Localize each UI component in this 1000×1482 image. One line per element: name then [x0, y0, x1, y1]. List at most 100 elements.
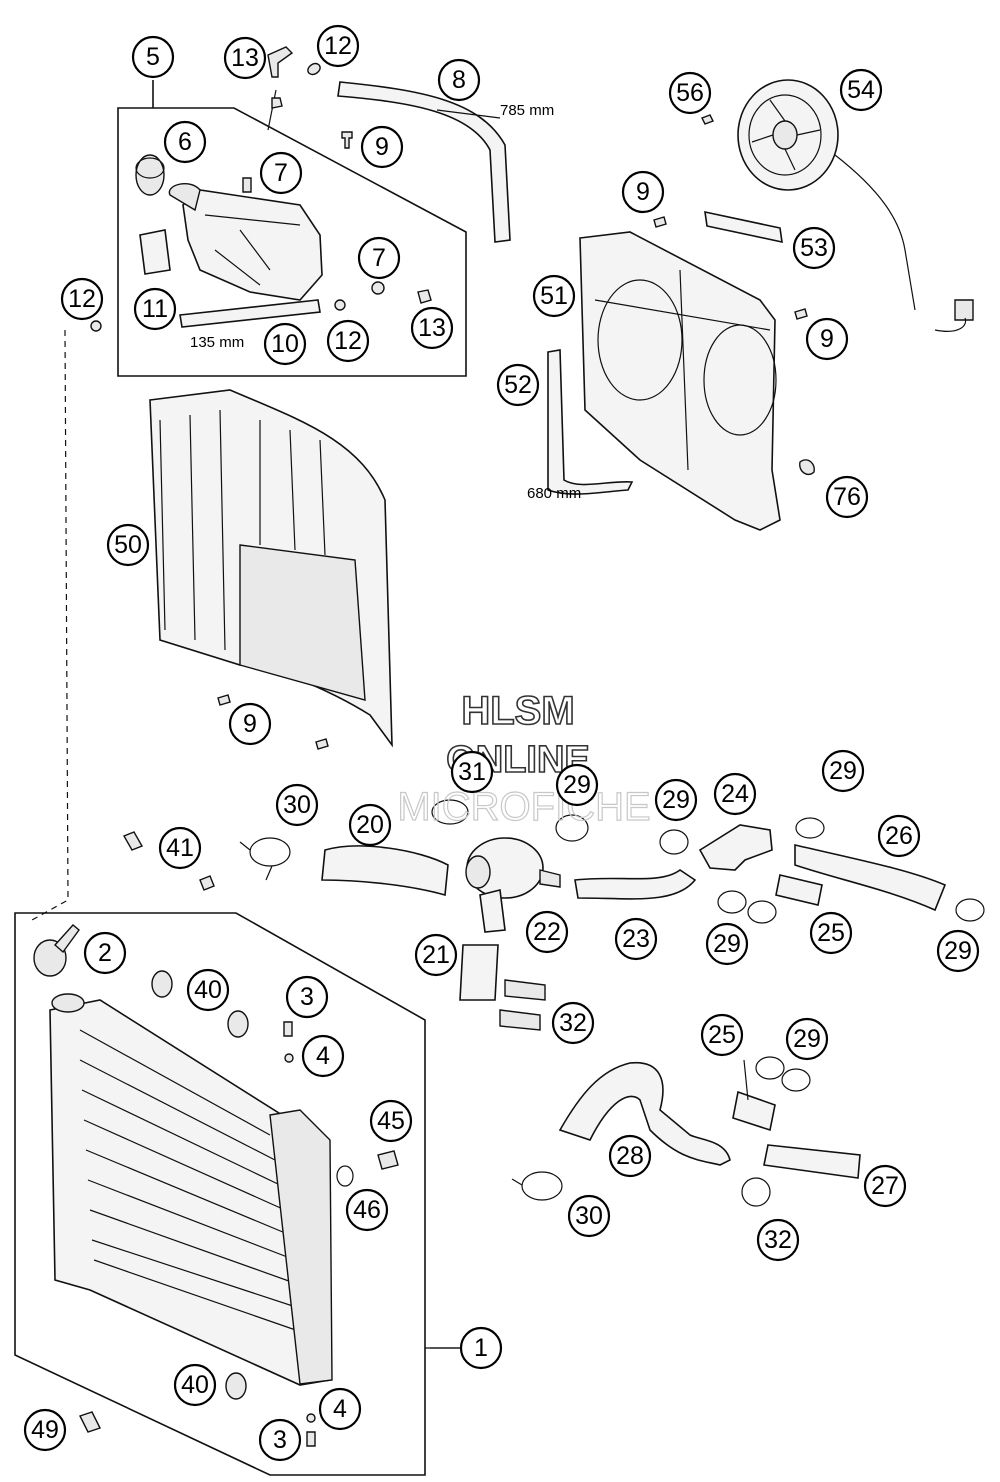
svg-text:12: 12 — [334, 327, 362, 355]
callout-76: 76 — [825, 475, 869, 519]
svg-text:52: 52 — [504, 371, 532, 399]
callout-11: 11 — [133, 287, 177, 331]
svg-text:3: 3 — [273, 1426, 287, 1454]
clamp-31 — [431, 799, 469, 825]
svg-text:2: 2 — [98, 939, 112, 967]
callout-29: 29 — [654, 778, 698, 822]
svg-text:24: 24 — [721, 780, 749, 808]
svg-text:32: 32 — [764, 1226, 792, 1254]
callout-30: 30 — [567, 1194, 611, 1238]
callout-32: 32 — [756, 1218, 800, 1262]
callout-4: 4 — [318, 1387, 362, 1431]
svg-text:5: 5 — [146, 43, 160, 71]
callout-24: 24 — [713, 772, 757, 816]
svg-text:56: 56 — [676, 79, 704, 107]
svg-text:9: 9 — [820, 325, 834, 353]
radiator-cap-2 — [33, 924, 80, 977]
thermostat-housing-22 — [465, 837, 561, 933]
svg-text:25: 25 — [817, 919, 845, 947]
callout-7: 7 — [259, 151, 303, 195]
hose-26 — [794, 843, 947, 912]
hose-25a — [775, 874, 823, 906]
svg-text:40: 40 — [181, 1371, 209, 1399]
seal-52 — [547, 349, 634, 495]
callout-25: 25 — [809, 911, 853, 955]
clamp-29b — [659, 829, 689, 855]
watermark: HLSM ONLINE MICROFICHE — [397, 688, 652, 829]
hose-27 — [763, 1144, 861, 1179]
fan-54 — [737, 79, 974, 332]
callout-22: 22 — [525, 910, 569, 954]
clamp-29a — [555, 814, 589, 842]
hose-23 — [574, 869, 697, 900]
svg-text:8: 8 — [452, 66, 466, 94]
callout-1: 1 — [459, 1326, 503, 1370]
svg-text:54: 54 — [847, 76, 875, 104]
callout-13: 13 — [223, 36, 267, 80]
callout-46: 46 — [345, 1188, 389, 1232]
callout-29: 29 — [936, 929, 980, 973]
callout-9: 9 — [805, 317, 849, 361]
svg-text:13: 13 — [418, 314, 446, 342]
callout-30: 30 — [275, 783, 319, 827]
hose-28 — [558, 1061, 731, 1166]
svg-text:31: 31 — [458, 758, 486, 786]
svg-text:45: 45 — [377, 1107, 405, 1135]
svg-text:29: 29 — [662, 786, 690, 814]
svg-text:28: 28 — [616, 1142, 644, 1170]
dim-135mm: 135 mm — [190, 334, 244, 351]
svg-text:12: 12 — [324, 32, 352, 60]
clamp-29f-2 — [781, 1068, 811, 1092]
callout-9: 9 — [621, 170, 665, 214]
svg-text:12: 12 — [68, 285, 96, 313]
svg-text:9: 9 — [375, 133, 389, 161]
cover-plate-53 — [704, 210, 783, 244]
svg-text:53: 53 — [800, 234, 828, 262]
svg-text:29: 29 — [563, 771, 591, 799]
clamp-29c — [795, 817, 825, 839]
watermark-line-1: HLSM — [461, 689, 574, 733]
callout-25: 25 — [700, 1013, 744, 1057]
callout-13: 13 — [410, 306, 454, 350]
callout-51: 51 — [532, 274, 576, 318]
callout-26: 26 — [877, 814, 921, 858]
callout-29: 29 — [821, 749, 865, 793]
callout-29: 29 — [705, 922, 749, 966]
callout-54: 54 — [839, 68, 883, 112]
svg-text:41: 41 — [166, 834, 194, 862]
fittings-group-a — [90, 46, 432, 332]
callout-41: 41 — [158, 826, 202, 870]
expansion-tank-group-frame — [117, 80, 467, 377]
callout-12: 12 — [316, 24, 360, 68]
tank-cap — [135, 154, 165, 196]
svg-text:23: 23 — [622, 925, 650, 953]
svg-text:26: 26 — [885, 822, 913, 850]
callout-52: 52 — [496, 363, 540, 407]
callout-56: 56 — [668, 71, 712, 115]
hose-20 — [321, 845, 449, 897]
svg-text:7: 7 — [372, 244, 386, 272]
clip-76 — [799, 459, 815, 476]
svg-text:10: 10 — [271, 330, 299, 358]
callout-9: 9 — [360, 125, 404, 169]
clamp-30b — [511, 1171, 563, 1201]
callout-5: 5 — [131, 35, 175, 79]
hose-8 — [337, 81, 511, 243]
svg-text:29: 29 — [944, 937, 972, 965]
clamp-29d-2 — [747, 900, 777, 924]
leader-lines — [430, 109, 749, 1349]
callout-27: 27 — [863, 1164, 907, 1208]
callout-28: 28 — [608, 1134, 652, 1178]
callout-29: 29 — [555, 763, 599, 807]
clamp-29d-1 — [717, 890, 747, 914]
callout-53: 53 — [792, 226, 836, 270]
callout-40: 40 — [173, 1363, 217, 1407]
radiator-cover-50 — [149, 389, 393, 748]
clamp-32b — [741, 1177, 771, 1207]
svg-text:22: 22 — [533, 918, 561, 946]
dim-680mm: 680 mm — [527, 485, 581, 502]
svg-text:76: 76 — [833, 483, 861, 511]
assembly-dashed-line — [31, 329, 69, 921]
screws-9-shroud — [653, 216, 808, 320]
svg-text:4: 4 — [316, 1042, 330, 1070]
